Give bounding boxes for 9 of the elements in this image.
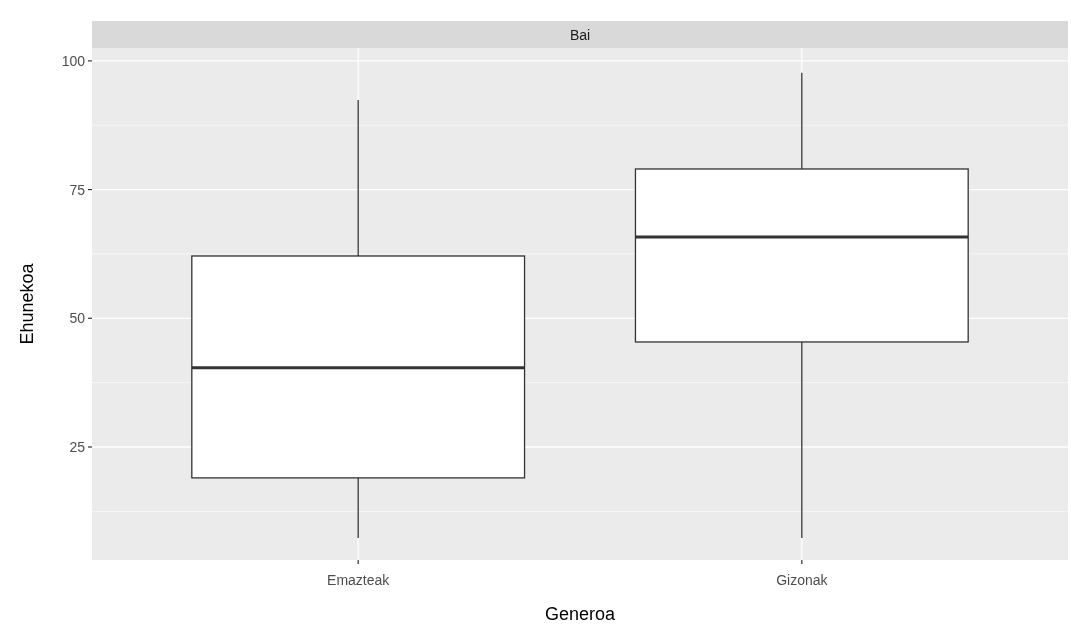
category-label: Emazteak [327, 572, 390, 588]
category-label: Gizonak [776, 572, 828, 588]
tick-label: 75 [69, 181, 85, 198]
facet-title: Bai [569, 27, 591, 43]
x-axis-title: Generoa [544, 604, 616, 624]
y-axis-title: Ehunekoa [17, 263, 37, 345]
tick-label: 25 [69, 439, 85, 455]
tick-label: 50 [69, 310, 85, 327]
tick-label: 100 [61, 52, 85, 69]
